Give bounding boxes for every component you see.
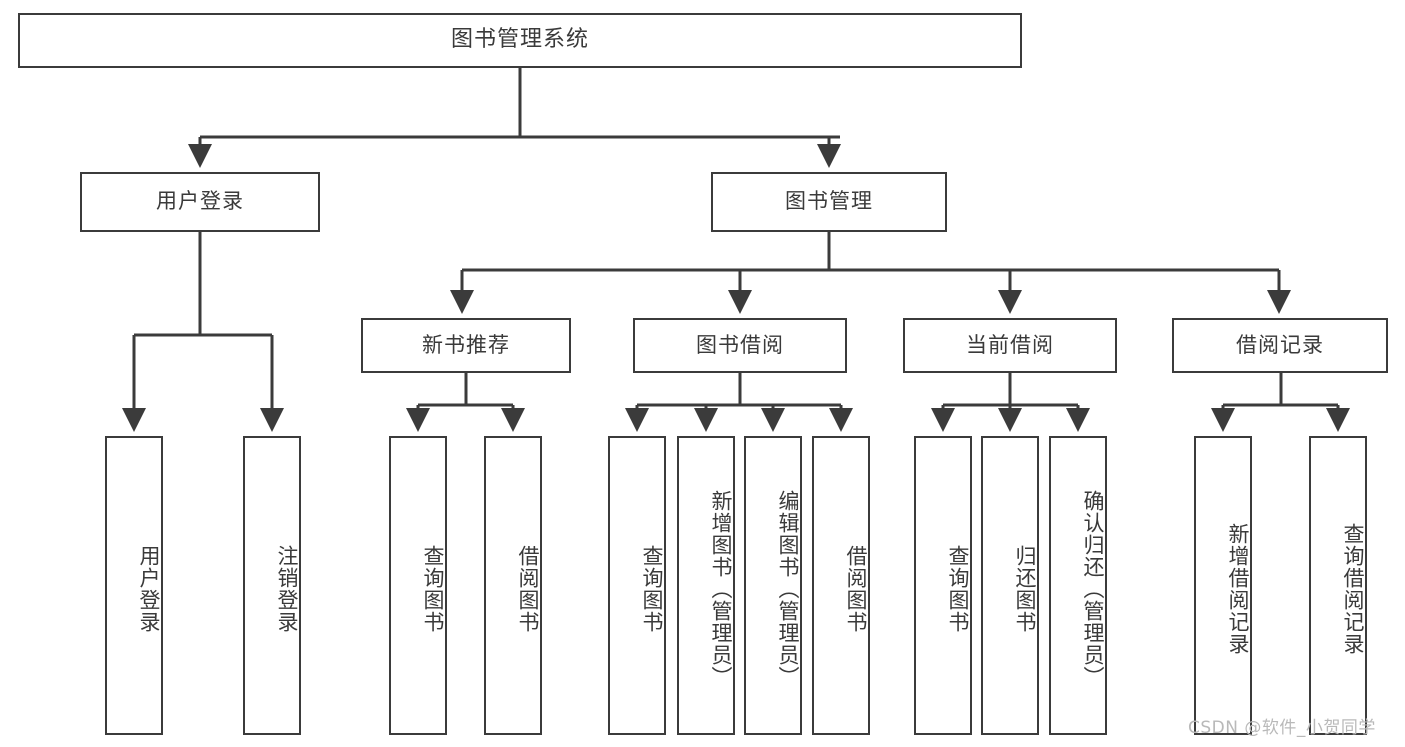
node-label: 图书借阅 [696, 332, 784, 357]
node-label: 图书管理系统 [450, 27, 589, 53]
node-leaf-query-book-recommend[interactable]: 查询图书 [389, 436, 447, 735]
node-label: 查询图书 [421, 544, 445, 633]
node-leaf-edit-book-admin[interactable]: 编辑图书（管理员） [744, 436, 802, 735]
node-label: 当前借阅 [966, 332, 1054, 357]
node-label: 确认归还（管理员） [1081, 489, 1105, 688]
node-label: 借阅记录 [1236, 332, 1324, 357]
node-label: 借阅图书 [844, 544, 868, 633]
node-label: 编辑图书（管理员） [776, 489, 800, 688]
node-leaf-return-book[interactable]: 归还图书 [981, 436, 1039, 735]
node-book-management[interactable]: 图书管理 [711, 172, 947, 232]
node-leaf-user-login[interactable]: 用户登录 [105, 436, 163, 735]
node-leaf-confirm-return-admin[interactable]: 确认归还（管理员） [1049, 436, 1107, 735]
node-leaf-query-borrow-record[interactable]: 查询借阅记录 [1309, 436, 1367, 735]
node-leaf-logout[interactable]: 注销登录 [243, 436, 301, 735]
node-label: 用户登录 [156, 189, 244, 214]
node-label: 查询图书 [946, 544, 970, 633]
node-leaf-add-borrow-record[interactable]: 新增借阅记录 [1194, 436, 1252, 735]
node-new-book-recommend[interactable]: 新书推荐 [361, 318, 571, 373]
node-current-borrow[interactable]: 当前借阅 [903, 318, 1117, 373]
node-label: 新增图书（管理员） [709, 489, 733, 688]
node-label: 图书管理 [785, 189, 873, 214]
node-user-login[interactable]: 用户登录 [80, 172, 320, 232]
node-label: 用户登录 [137, 544, 161, 633]
node-leaf-query-book-borrow[interactable]: 查询图书 [608, 436, 666, 735]
node-root-book-management-system[interactable]: 图书管理系统 [18, 13, 1022, 68]
node-label: 注销登录 [275, 544, 299, 633]
node-borrow-record[interactable]: 借阅记录 [1172, 318, 1388, 373]
node-label: 归还图书 [1013, 544, 1037, 633]
node-label: 查询借阅记录 [1341, 522, 1365, 655]
node-book-borrow[interactable]: 图书借阅 [633, 318, 847, 373]
node-leaf-borrow-book-recommend[interactable]: 借阅图书 [484, 436, 542, 735]
node-leaf-add-book-admin[interactable]: 新增图书（管理员） [677, 436, 735, 735]
node-label: 查询图书 [640, 544, 664, 633]
node-label: 新增借阅记录 [1226, 522, 1250, 655]
node-label: 借阅图书 [516, 544, 540, 633]
node-leaf-query-book-current[interactable]: 查询图书 [914, 436, 972, 735]
node-leaf-borrow-book[interactable]: 借阅图书 [812, 436, 870, 735]
node-label: 新书推荐 [422, 332, 510, 357]
csdn-watermark: CSDN @软件_小贺同学 [1188, 718, 1376, 738]
